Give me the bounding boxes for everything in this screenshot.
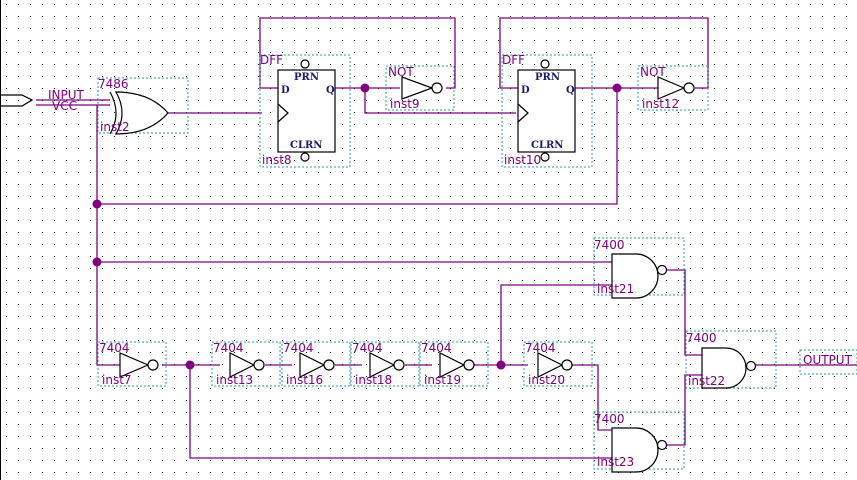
inverter-inst20[interactable]: 7404 inst20	[523, 341, 593, 387]
junction-node	[92, 199, 102, 209]
xor-inst-label: inst2	[100, 120, 130, 134]
nand-gate-inst22[interactable]: 7400 inst22	[685, 330, 777, 389]
dff1-d-label: D	[281, 85, 290, 96]
not12-part-label: NOT	[640, 65, 666, 79]
inv7-part-label: 7404	[99, 341, 130, 355]
inv20-part-label: 7404	[525, 341, 556, 355]
xor-part-label: 7486	[98, 77, 129, 91]
inv19-inst-label: inst19	[424, 373, 461, 387]
not-gate-inst12[interactable]: NOT inst12	[637, 65, 709, 111]
junction-node	[360, 83, 370, 93]
nand22-part-label: 7400	[686, 331, 717, 345]
nand21-inst-label: inst21	[597, 282, 634, 296]
dff2-d-label: D	[521, 85, 530, 96]
xor-gate-inst2[interactable]: 7486 inst2	[97, 77, 189, 135]
dff-inst8[interactable]: DFF PRN D Q CLRN inst8	[259, 53, 351, 168]
inverter-inst19[interactable]: 7404 inst19	[419, 341, 489, 387]
junction-nodes	[92, 83, 622, 370]
left-edge	[0, 0, 1, 480]
inv13-part-label: 7404	[213, 341, 244, 355]
dff1-prn-label: PRN	[294, 72, 319, 83]
dff2-prn-label: PRN	[535, 72, 560, 83]
junction-node	[185, 360, 195, 370]
inv18-inst-label: inst18	[355, 373, 392, 387]
dff2-part-label: DFF	[502, 53, 525, 67]
input-label: INPUT	[48, 88, 85, 102]
nand23-inst-label: inst23	[597, 455, 634, 469]
not-gate-inst9[interactable]: NOT inst9	[385, 65, 455, 111]
inverter-inst13[interactable]: 7404 inst13	[211, 341, 281, 387]
not9-inst-label: inst9	[390, 97, 420, 111]
dff1-q-label: Q	[326, 85, 335, 96]
junction-node	[92, 257, 102, 267]
dff1-part-label: DFF	[260, 53, 283, 67]
output-label: OUTPUT	[803, 353, 853, 367]
dff2-inst-label: inst10	[504, 153, 541, 167]
output-pin[interactable]: OUTPUT	[799, 349, 857, 375]
junction-node	[496, 360, 506, 370]
dff-inst10[interactable]: DFF PRN D Q CLRN inst10	[501, 53, 593, 168]
inv13-inst-label: inst13	[216, 373, 253, 387]
inv7-inst-label: inst7	[102, 373, 132, 387]
wires	[36, 17, 857, 459]
inverter-inst18[interactable]: 7404 inst18	[350, 341, 420, 387]
inv16-inst-label: inst16	[286, 373, 323, 387]
not9-part-label: NOT	[388, 65, 414, 79]
nand22-inst-label: inst22	[688, 374, 725, 388]
input-pin[interactable]: INPUT VCC	[0, 88, 85, 113]
inv16-part-label: 7404	[283, 341, 314, 355]
dff1-clrn-label: CLRN	[290, 140, 322, 151]
not12-inst-label: inst12	[642, 97, 679, 111]
inv19-part-label: 7404	[421, 341, 452, 355]
nand-gate-inst21[interactable]: 7400 inst21	[593, 237, 685, 299]
inverter-inst16[interactable]: 7404 inst16	[281, 341, 351, 387]
dff1-inst-label: inst8	[262, 153, 292, 167]
nand-gate-inst23[interactable]: 7400 inst23	[593, 411, 685, 473]
junction-node	[612, 83, 622, 93]
dff2-q-label: Q	[566, 85, 575, 96]
inverter-inst7[interactable]: 7404 inst7	[97, 341, 167, 387]
input-sublabel: VCC	[52, 99, 77, 113]
dff2-clrn-label: CLRN	[531, 140, 563, 151]
nand23-part-label: 7400	[594, 412, 625, 426]
inv20-inst-label: inst20	[528, 373, 565, 387]
nand21-part-label: 7400	[594, 238, 625, 252]
inv18-part-label: 7404	[352, 341, 383, 355]
